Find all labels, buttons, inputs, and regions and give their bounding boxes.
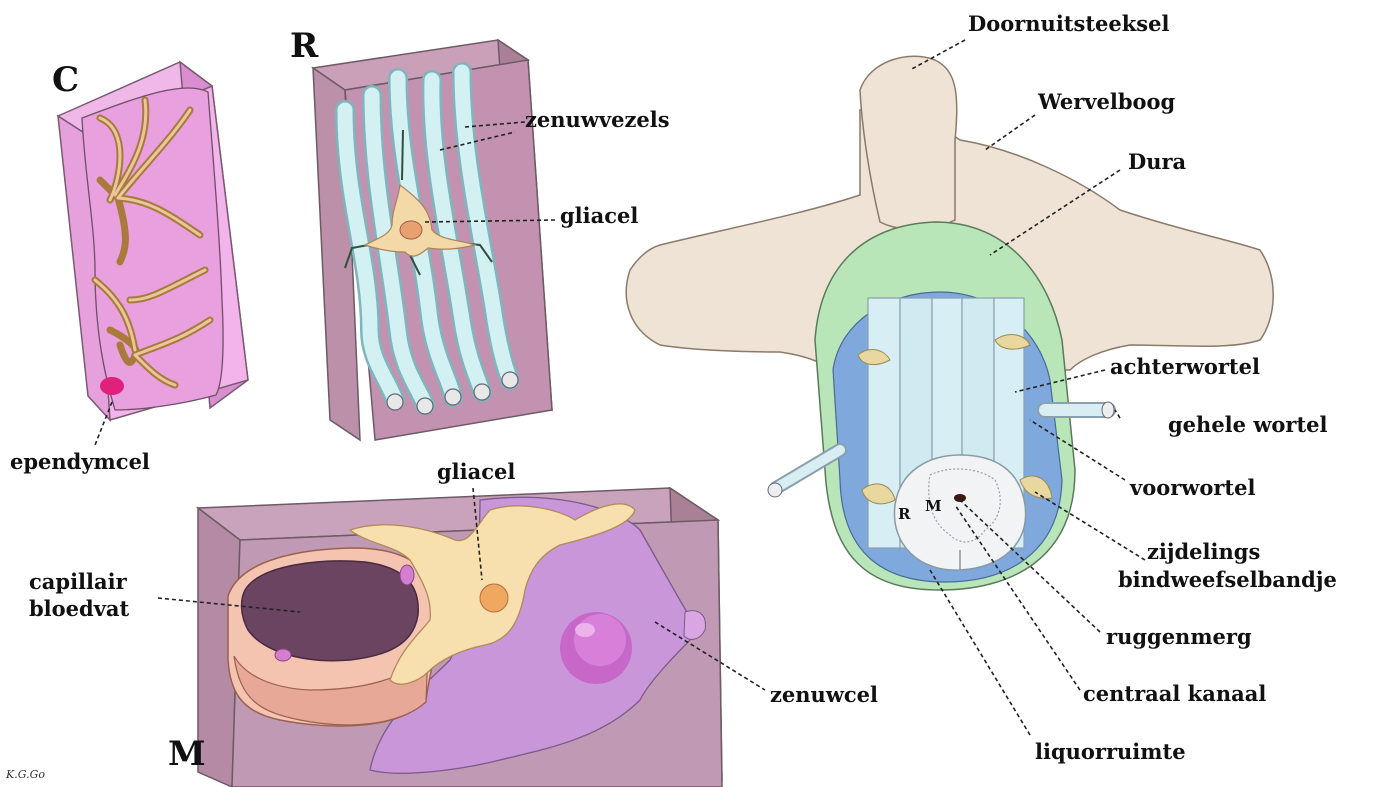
label-achterwortel: achterwortel xyxy=(1110,355,1260,379)
label-dura: Dura xyxy=(1128,150,1186,174)
label-zenuwcel: zenuwcel xyxy=(770,683,878,707)
label-capillair: capillair xyxy=(29,570,127,594)
label-zenuwvezels: zenuwvezels xyxy=(525,108,670,132)
panel-label-m: M xyxy=(168,734,206,774)
label-bloedvat: bloedvat xyxy=(29,597,129,621)
fiber-block xyxy=(313,40,552,440)
cord-mark-r: R xyxy=(898,505,910,523)
label-wervelboog: Wervelboog xyxy=(1038,90,1175,114)
panel-label-r: R xyxy=(290,26,318,66)
panel-label-c: C xyxy=(52,60,79,100)
cord-mark-m: M xyxy=(925,497,942,515)
label-gliacel-r: gliacel xyxy=(560,204,638,228)
label-zijdelings: zijdelings xyxy=(1147,540,1260,564)
artist-signature: K.G.Go xyxy=(6,768,45,781)
label-gliacel-m: gliacel xyxy=(437,460,515,484)
label-gehele-wortel: gehele wortel xyxy=(1168,413,1328,437)
vertebra-figure xyxy=(626,56,1273,590)
capillary-block xyxy=(198,488,722,787)
label-ruggenmerg: ruggenmerg xyxy=(1106,625,1252,649)
label-bindweefselbandje: bindweefselbandje xyxy=(1118,568,1337,592)
label-ependymcel: ependymcel xyxy=(10,450,150,474)
ependymal-block xyxy=(58,62,248,420)
label-voorwortel: voorwortel xyxy=(1130,476,1255,500)
label-liquorruimte: liquorruimte xyxy=(1035,740,1186,764)
label-centraal-kanaal: centraal kanaal xyxy=(1083,682,1266,706)
label-doornuitsteeksel: Doornuitsteeksel xyxy=(968,12,1169,36)
